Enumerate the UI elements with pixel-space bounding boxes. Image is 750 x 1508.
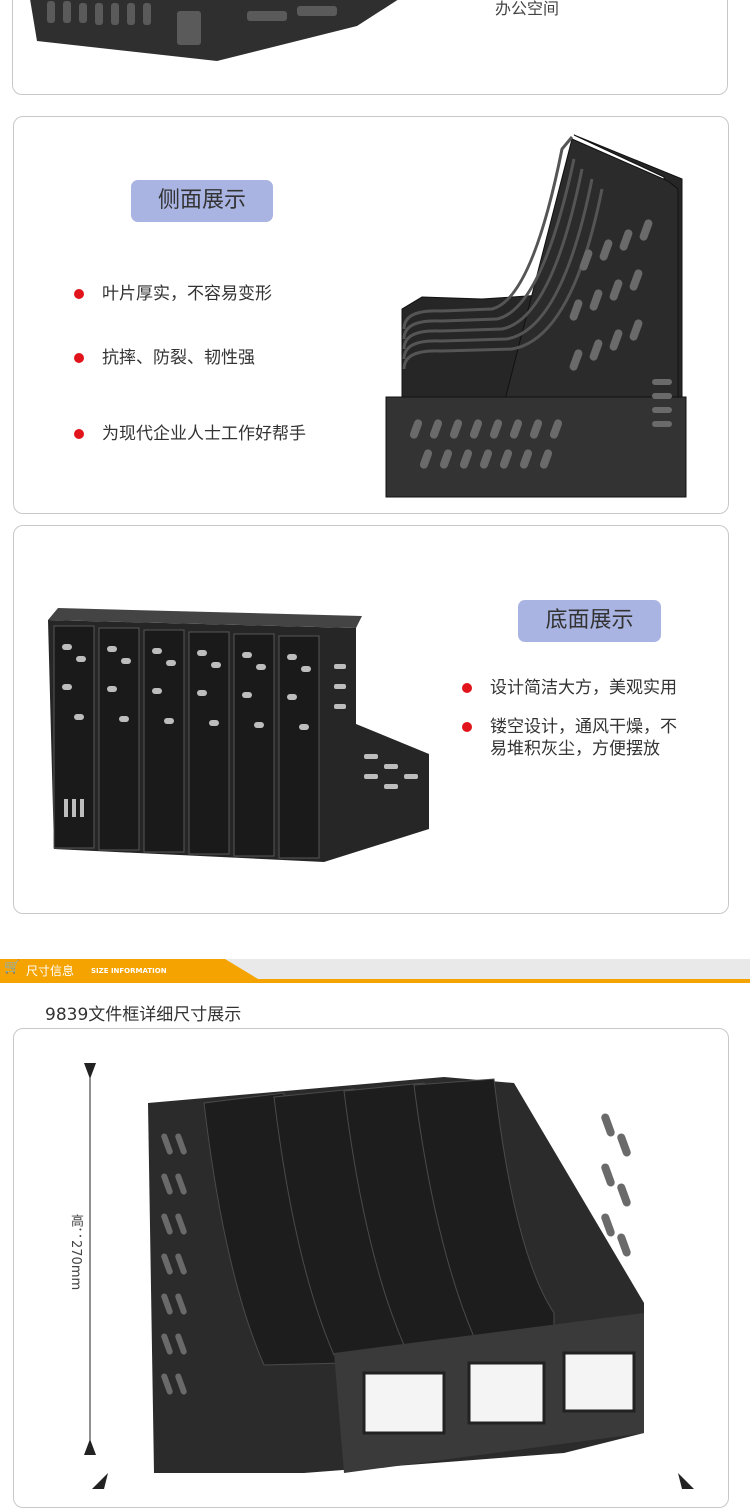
bullet-dot-icon	[74, 289, 84, 299]
bullet-dot-icon	[462, 683, 472, 693]
size-banner-label: 尺寸信息	[26, 964, 75, 978]
height-dimension-line	[84, 1063, 96, 1455]
bullet-dot-icon	[74, 429, 84, 439]
size-info-banner: 🛒 尺寸信息 SIZE INFORMATION	[0, 957, 750, 985]
width-arrow-left-icon	[92, 1473, 108, 1489]
side-view-title: 侧面展示	[131, 180, 273, 222]
width-arrow-right-icon	[678, 1473, 694, 1489]
bullet-dot-icon	[74, 353, 84, 363]
top-card: 办公空间	[12, 0, 728, 95]
size-card: 高：270mm	[13, 1028, 729, 1508]
size-banner-sub: SIZE INFORMATION	[91, 967, 167, 975]
product-photo-bottom	[48, 608, 429, 862]
product-photo-size	[148, 1077, 644, 1473]
banner-background	[0, 959, 750, 983]
cart-icon: 🛒	[4, 960, 21, 975]
bottom-view-card: 底面展示 设计简洁大方，美观实用 镂空设计，通风干燥，不 易堆积灰尘，方便摆放	[13, 525, 729, 914]
size-caption: 9839文件框详细尺寸展示	[45, 1005, 242, 1025]
height-label: 高：270mm	[68, 1214, 83, 1291]
top-card-text: 办公空间	[495, 0, 560, 18]
product-photo-side	[385, 134, 687, 498]
bottom-view-title: 底面展示	[518, 600, 661, 642]
bullet-dot-icon	[462, 722, 472, 732]
side-view-card: 侧面展示 叶片厚实，不容易变形 抗摔、防裂、韧性强 为现代企业人士工作好帮手	[13, 116, 729, 514]
product-photo-top	[30, 0, 398, 61]
